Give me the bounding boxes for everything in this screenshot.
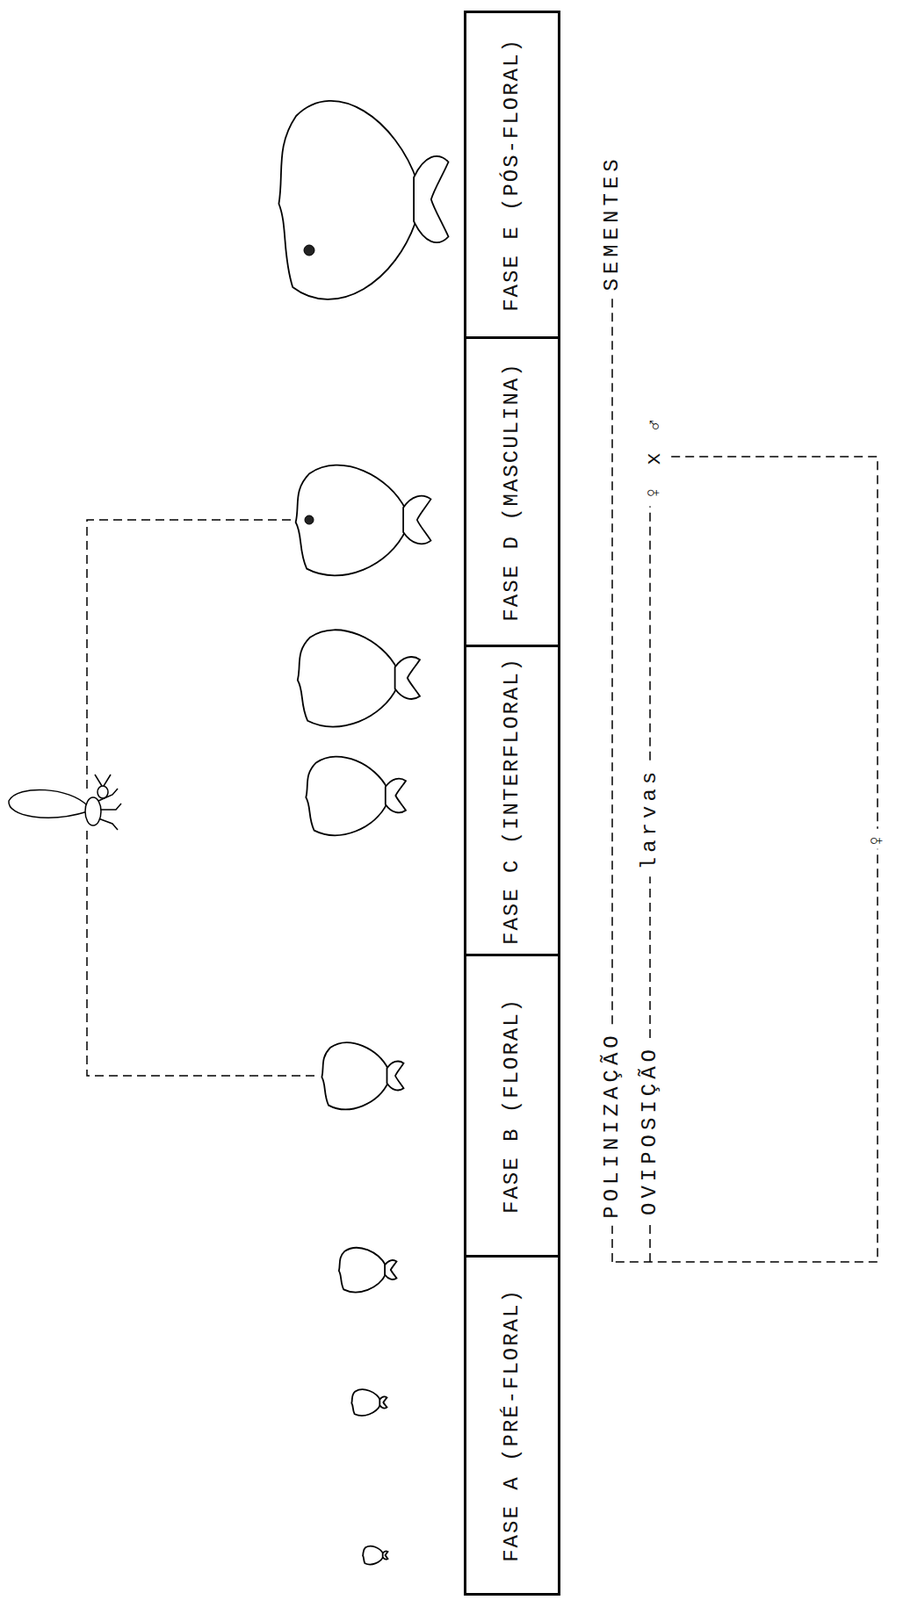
phase-band: FASE A (PRÉ-FLORAL) [463,1255,561,1597]
phase-label: FASE E (PÓS-FLORAL) [501,37,523,312]
process-label: ♀ [866,828,889,849]
process-label: SEMENTES [600,152,624,293]
phase-label: FASE B (FLORAL) [501,997,523,1214]
syconium-drawing [362,1546,388,1566]
syconium-drawing [297,629,420,727]
dashed-line [611,298,614,1026]
syconium-drawing [296,465,432,577]
phase-band: FASE E (PÓS-FLORAL) [463,10,561,340]
syconium-drawing [339,1248,398,1294]
process-label: POLINIZAÇÃO [600,1029,624,1221]
syconium-drawing [305,757,406,837]
wasp-drawing [8,774,122,831]
dashed-line [649,876,651,1039]
dashed-line [649,1222,651,1263]
syconium-drawing [321,1042,404,1110]
phase-band: FASE C (INTERFLORAL) [463,644,561,957]
syconium-drawing [351,1389,387,1416]
phase-band: FASE B (FLORAL) [463,953,561,1258]
dashed-leader [86,520,318,1077]
phase-band: FASE D (MASCULINA) [463,336,561,648]
process-label: OVIPOSIÇÃO [638,1043,662,1218]
ostiole-dot [304,515,314,525]
dashed-line [612,456,878,1263]
dashed-line [611,1226,614,1263]
syconium-drawing [278,101,448,300]
dashed-line [649,506,651,761]
phase-label: FASE D (MASCULINA) [501,361,523,622]
phase-label: FASE A (PRÉ-FLORAL) [501,1288,523,1563]
ostiole-dot [303,245,315,256]
process-label: ♀ x ♂ [642,411,666,501]
process-label: larvas [638,765,662,872]
phase-label: FASE C (INTERFLORAL) [501,656,523,945]
